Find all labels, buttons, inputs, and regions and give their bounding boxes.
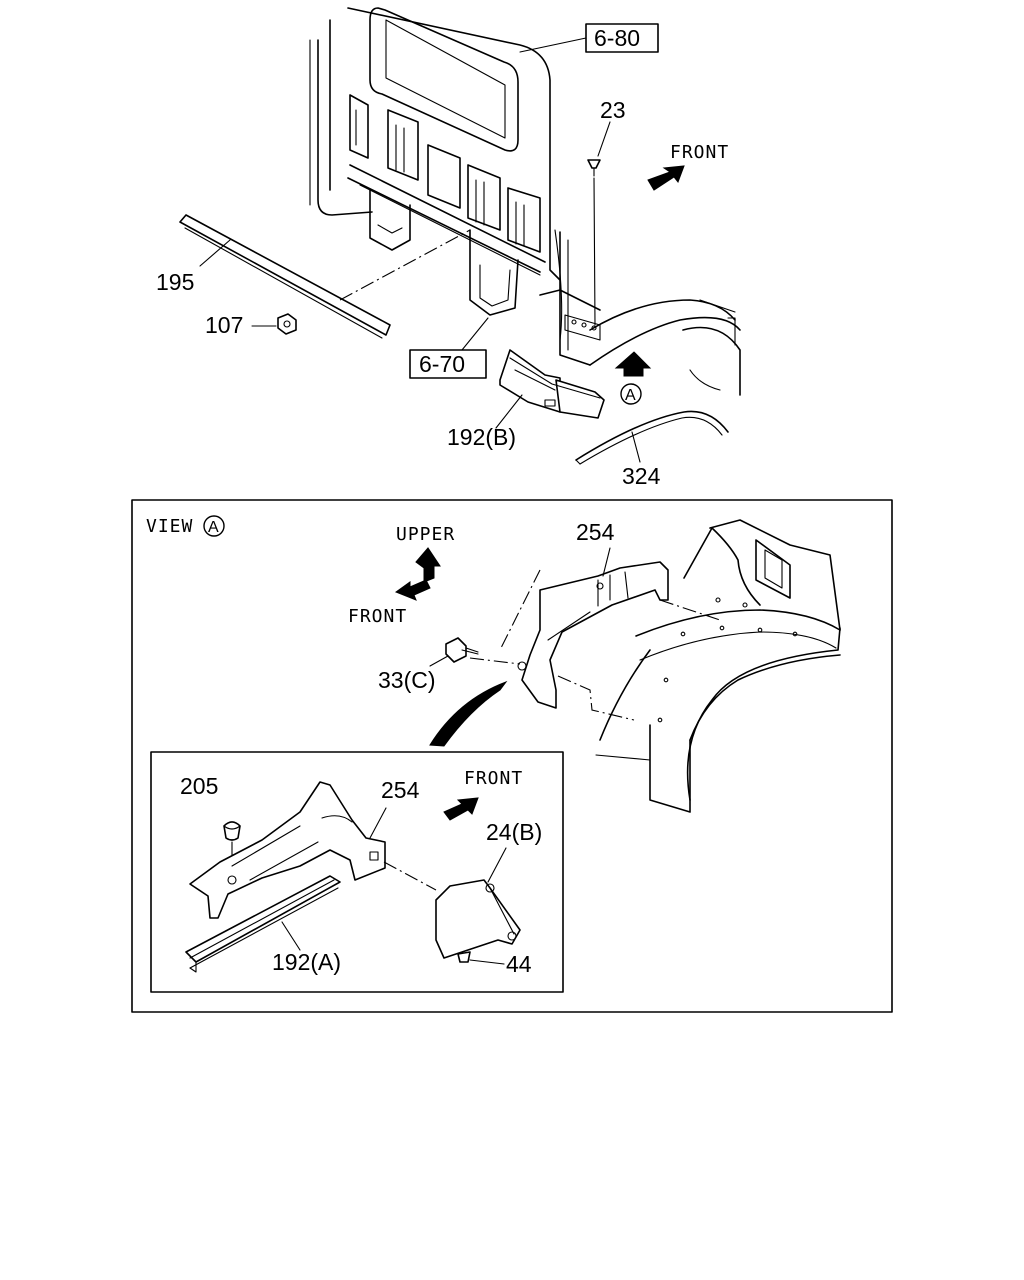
marker-a-text: A [625,387,636,404]
inset-pointer-arrow-icon [429,680,508,747]
leader-195-dash [339,229,471,301]
leader-192b [495,394,523,429]
upper-arrow-icon [415,547,441,583]
view-a-frame [131,499,893,1013]
inset-dash [383,861,437,891]
label-192b: 192(B) [447,424,516,450]
part-324-strip [575,410,729,465]
part-192a-strip [185,875,341,973]
leader-324 [631,431,641,463]
front-label-view: FRONT [348,606,407,627]
leader-254-inset [369,807,387,839]
label-ref-6-80: 6-80 [594,25,640,51]
label-24b: 24(B) [486,819,542,845]
part-24b-cover [435,879,521,959]
part-254-bracket-view [517,561,669,709]
leader-195 [199,239,231,267]
view-a-arrow-icon [614,351,652,377]
leader-192a [281,921,301,951]
view-dash-2 [499,569,541,651]
view-dash-4 [557,675,635,721]
part-205-plug [223,821,241,841]
cab-rear-assembly [309,7,741,396]
inset-frame [150,751,564,993]
part-23-screw [587,159,601,177]
leader-33c [429,655,449,667]
label-23: 23 [600,97,626,123]
view-dash-1 [469,657,521,665]
label-33c: 33(C) [378,667,436,693]
screw-23-axis [593,177,596,326]
label-107: 107 [205,312,243,338]
view-title-word: VIEW [146,516,193,537]
part-195-rail [179,214,391,339]
label-205: 205 [180,773,218,799]
leader-44 [469,959,505,965]
view-title-marker: A [208,519,219,536]
part-254-bracket-inset [189,781,386,919]
leader-23 [597,121,611,157]
label-44: 44 [506,951,532,977]
leader-24b [487,847,507,883]
front-arrow-inset-icon [443,797,479,821]
upper-label: UPPER [396,524,455,545]
leader-6-70 [461,317,489,351]
label-324: 324 [622,463,661,489]
panel-ribs [349,94,541,253]
part-192b-bracket [499,349,605,419]
label-195: 195 [156,269,194,295]
part-107-nut [277,313,297,335]
leader-6-80 [519,37,587,53]
marker-a-circle [620,383,642,405]
view-dash-3 [659,599,721,621]
front-arrow-top-icon [647,165,685,191]
front-arrow-view-icon [394,579,431,601]
front-label-top: FRONT [670,142,729,163]
label-ref-6-70: 6-70 [419,351,465,377]
ref-box-6-70 [409,349,487,379]
view-title-marker-circle [203,515,225,537]
label-254-inset: 254 [381,777,420,803]
part-44-screw [457,951,471,963]
part-33c-bolt [445,637,479,663]
view-a-body [595,519,841,813]
leader-254-view [602,547,611,577]
front-label-inset: FRONT [464,768,523,789]
label-254-view: 254 [576,519,615,545]
label-192a: 192(A) [272,949,341,975]
